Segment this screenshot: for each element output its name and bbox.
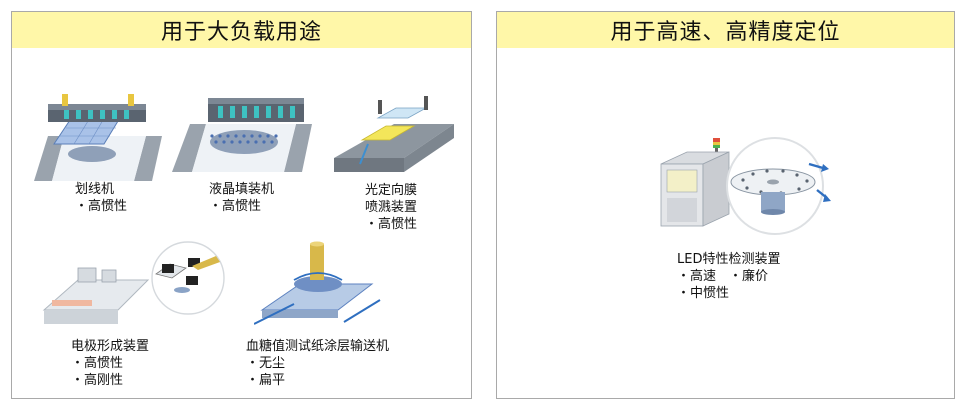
left-panel: 用于大负载用途 [11, 11, 472, 399]
glucose-strip-conveyor-illustration [254, 241, 381, 325]
item-label-electrode-forming: 电极形成装置 ・高惯性 ・高刚性 [71, 339, 150, 388]
item-label-led-inspection: LED特性检测装置 ・高速 ・廉价 ・中惯性 [677, 252, 781, 301]
item-label-optical-film-sputter: 光定向膜 喷溅装置 ・高惯性 [365, 183, 418, 232]
scribing-machine-illustration [34, 94, 162, 181]
item-label-lcd-filling-machine: 液晶填装机 ・高惯性 [209, 182, 275, 214]
item-label-glucose-strip-conveyor: 血糖值测试纸涂层输送机 ・无尘 ・扁平 [246, 339, 390, 388]
right-panel: 用于高速、高精度定位 LED特性检测装置 ・高速 ・廉价 ・中惯性 [496, 11, 955, 399]
electrode-forming-illustration [42, 241, 225, 324]
lcd-filling-machine-illustration [172, 98, 312, 172]
item-label-scribing-machine: 划线机 ・高惯性 [75, 182, 128, 214]
right-panel-title: 用于高速、高精度定位 [497, 12, 954, 48]
left-panel-title: 用于大负载用途 [12, 12, 471, 48]
led-inspection-machine-illustration [660, 137, 831, 235]
optical-film-sputter-illustration [334, 96, 454, 172]
